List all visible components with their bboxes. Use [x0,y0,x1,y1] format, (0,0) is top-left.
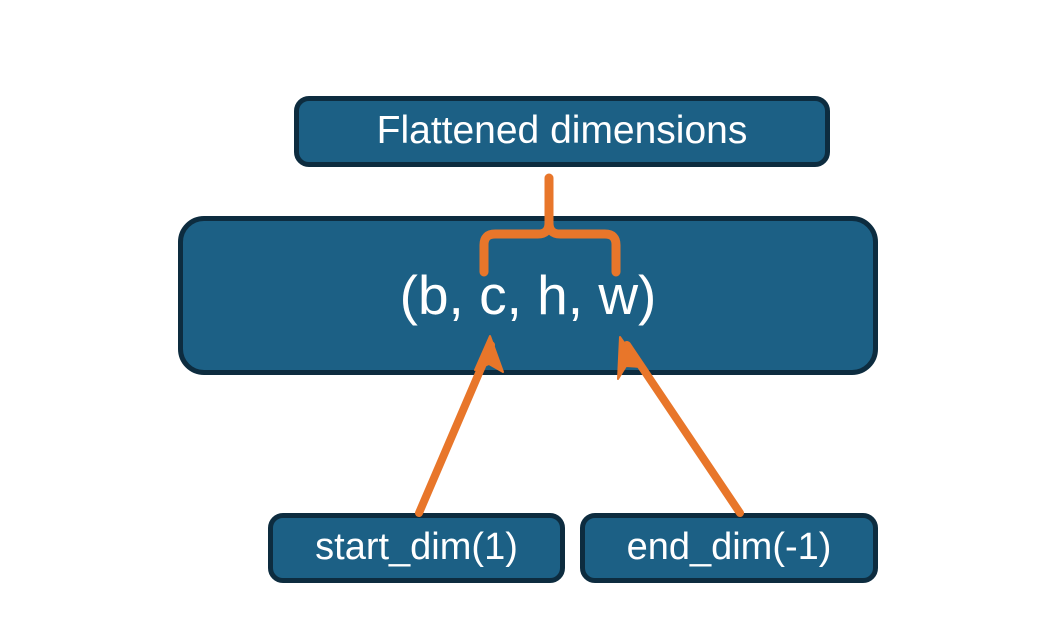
node-end-dim-label: end_dim(-1) [626,526,832,569]
node-flattened-dimensions-label: Flattened dimensions [376,109,748,153]
node-start-dim-label: start_dim(1) [315,526,518,569]
node-end-dim: end_dim(-1) [580,513,878,583]
node-tensor-shape-label: (b, c, h, w) [399,264,657,327]
node-flattened-dimensions: Flattened dimensions [294,96,830,167]
node-tensor-shape: (b, c, h, w) [178,216,878,375]
node-start-dim: start_dim(1) [268,513,565,583]
